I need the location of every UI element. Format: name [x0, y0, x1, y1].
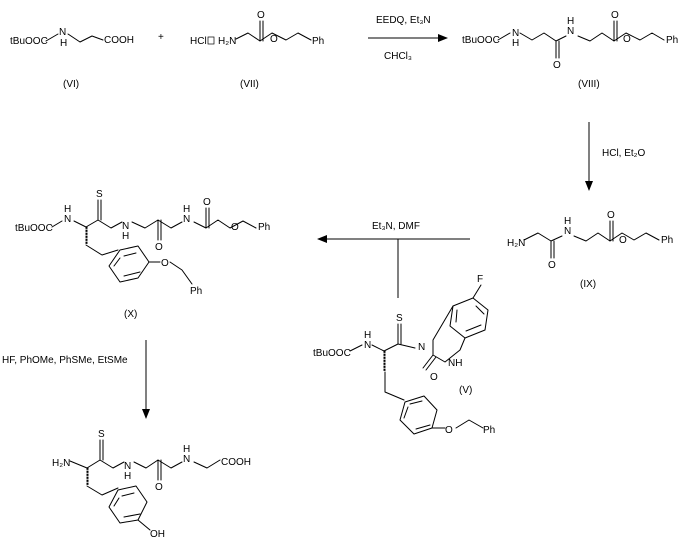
vi-nh-h-label: H — [60, 38, 67, 49]
step4-reagents: HF, PhOMe, PhSMe, EtSMe — [2, 355, 128, 366]
vii-o-label: O — [257, 10, 265, 21]
compound-vii: HCl H₂N O O Ph (VII) — [190, 10, 324, 90]
vii-id-label: (VII) — [240, 79, 259, 90]
v-tbuooc-label: tBuOOC — [313, 348, 351, 359]
x-s-label: S — [96, 189, 103, 200]
viii-n1-h-label: H — [512, 38, 519, 49]
v-ring-n-label: N — [418, 342, 425, 353]
vi-id-label: (VI) — [63, 79, 79, 90]
vi-n-label: N — [59, 27, 66, 38]
x-n3-label: N — [183, 214, 190, 225]
v-ph-label: Ph — [483, 425, 495, 436]
vii-nh2-label: H₂N — [218, 36, 236, 47]
ix-id-label: (IX) — [580, 279, 596, 290]
viii-ester-o-label: O — [623, 34, 631, 45]
product-n2-label: N — [183, 454, 190, 465]
v-f-label: F — [477, 274, 483, 285]
x-n3-h-label: H — [183, 204, 190, 215]
x-ether-o-label: O — [161, 258, 169, 269]
ix-n-h-label: H — [564, 216, 571, 227]
viii-n2-h-label: H — [567, 16, 574, 27]
x-n1-h-label: H — [64, 204, 71, 215]
product-cooh-label: COOH — [221, 457, 251, 468]
step2-reagents: HCl, Et₂O — [602, 148, 646, 159]
plus-sign: + — [158, 32, 164, 43]
x-tbuooc-label: tBuOOC — [15, 223, 53, 234]
compound-viii: tBuOOC N H N H O O O Ph (VIII) — [462, 10, 678, 90]
vii-ester-o-label: O — [270, 34, 278, 45]
compound-ix: H₂N N H O O O Ph (IX) — [507, 210, 673, 290]
x-o1-label: O — [155, 242, 163, 253]
compound-product: H₂N S N H N H O COOH OH — [52, 429, 251, 540]
step1-reagents: EEDQ, Et₃N — [376, 15, 431, 26]
x-benzene-ring — [108, 245, 150, 283]
v-benzimidazolone-benzene — [449, 297, 489, 339]
vii-ph-label: Ph — [312, 36, 324, 47]
v-ether-o-label: O — [445, 425, 453, 436]
step3-reagents: Et₃N, DMF — [372, 221, 420, 232]
x-ester-o-label: O — [231, 222, 239, 233]
step2-arrow: HCl, Et₂O — [585, 122, 646, 191]
x-id-label: (X) — [124, 309, 137, 320]
x-n2-h-label: H — [122, 231, 129, 242]
step3-arrow: Et₃N, DMF — [317, 221, 470, 298]
compound-v: F N NH O tBuOOC S N H O Ph (V) — [313, 274, 495, 436]
vii-salt-dot — [207, 36, 215, 45]
v-ring-o-label: O — [430, 372, 438, 383]
vi-cooh-label: COOH — [104, 35, 134, 46]
step1-arrow: EEDQ, Et₃N CHCl₃ — [368, 15, 448, 62]
product-n1-h-label: H — [124, 471, 131, 482]
viii-n2-label: N — [567, 26, 574, 37]
compound-vi: tBuOOC N H COOH (VI) — [10, 27, 134, 90]
product-nh2-label: H₂N — [52, 458, 70, 469]
viii-ph-label: Ph — [666, 35, 678, 46]
ix-o1-label: O — [548, 260, 556, 271]
v-n1-label: N — [364, 340, 371, 351]
viii-tbuooc-label: tBuOOC — [462, 35, 500, 46]
x-ph1-label: Ph — [258, 222, 270, 233]
product-o-label: O — [155, 482, 163, 493]
v-id-label: (V) — [459, 385, 472, 396]
step1-solvent: CHCl₃ — [384, 51, 412, 62]
viii-o2-label: O — [611, 10, 619, 21]
v-ring-nh-label: NH — [448, 358, 462, 369]
product-s-label: S — [98, 429, 105, 440]
ix-ph-label: Ph — [661, 235, 673, 246]
ix-ester-o-label: O — [619, 235, 627, 246]
ix-nh2-label: H₂N — [507, 238, 525, 249]
x-n1-label: N — [64, 214, 71, 225]
product-n2-h-label: H — [183, 444, 190, 455]
ix-o2-label: O — [607, 210, 615, 221]
v-s-label: S — [396, 313, 403, 324]
viii-id-label: (VIII) — [578, 79, 600, 90]
ix-n-label: N — [564, 226, 571, 237]
product-n1-label: N — [124, 461, 131, 472]
vii-hcl-label: HCl — [190, 36, 207, 47]
step4-arrow: HF, PhOMe, PhSMe, EtSMe — [2, 340, 150, 419]
x-n2-label: N — [122, 221, 129, 232]
x-o2-label: O — [203, 197, 211, 208]
x-ph2-label: Ph — [190, 286, 202, 297]
viii-o1-label: O — [553, 60, 561, 71]
compound-x: tBuOOC N H S N H N H O O O Ph O Ph (X) — [15, 189, 270, 320]
v-n1-h-label: H — [364, 330, 371, 341]
product-oh-label: OH — [150, 529, 165, 540]
viii-n1-label: N — [512, 28, 519, 39]
vi-tbuooc-label: tBuOOC — [10, 36, 48, 47]
